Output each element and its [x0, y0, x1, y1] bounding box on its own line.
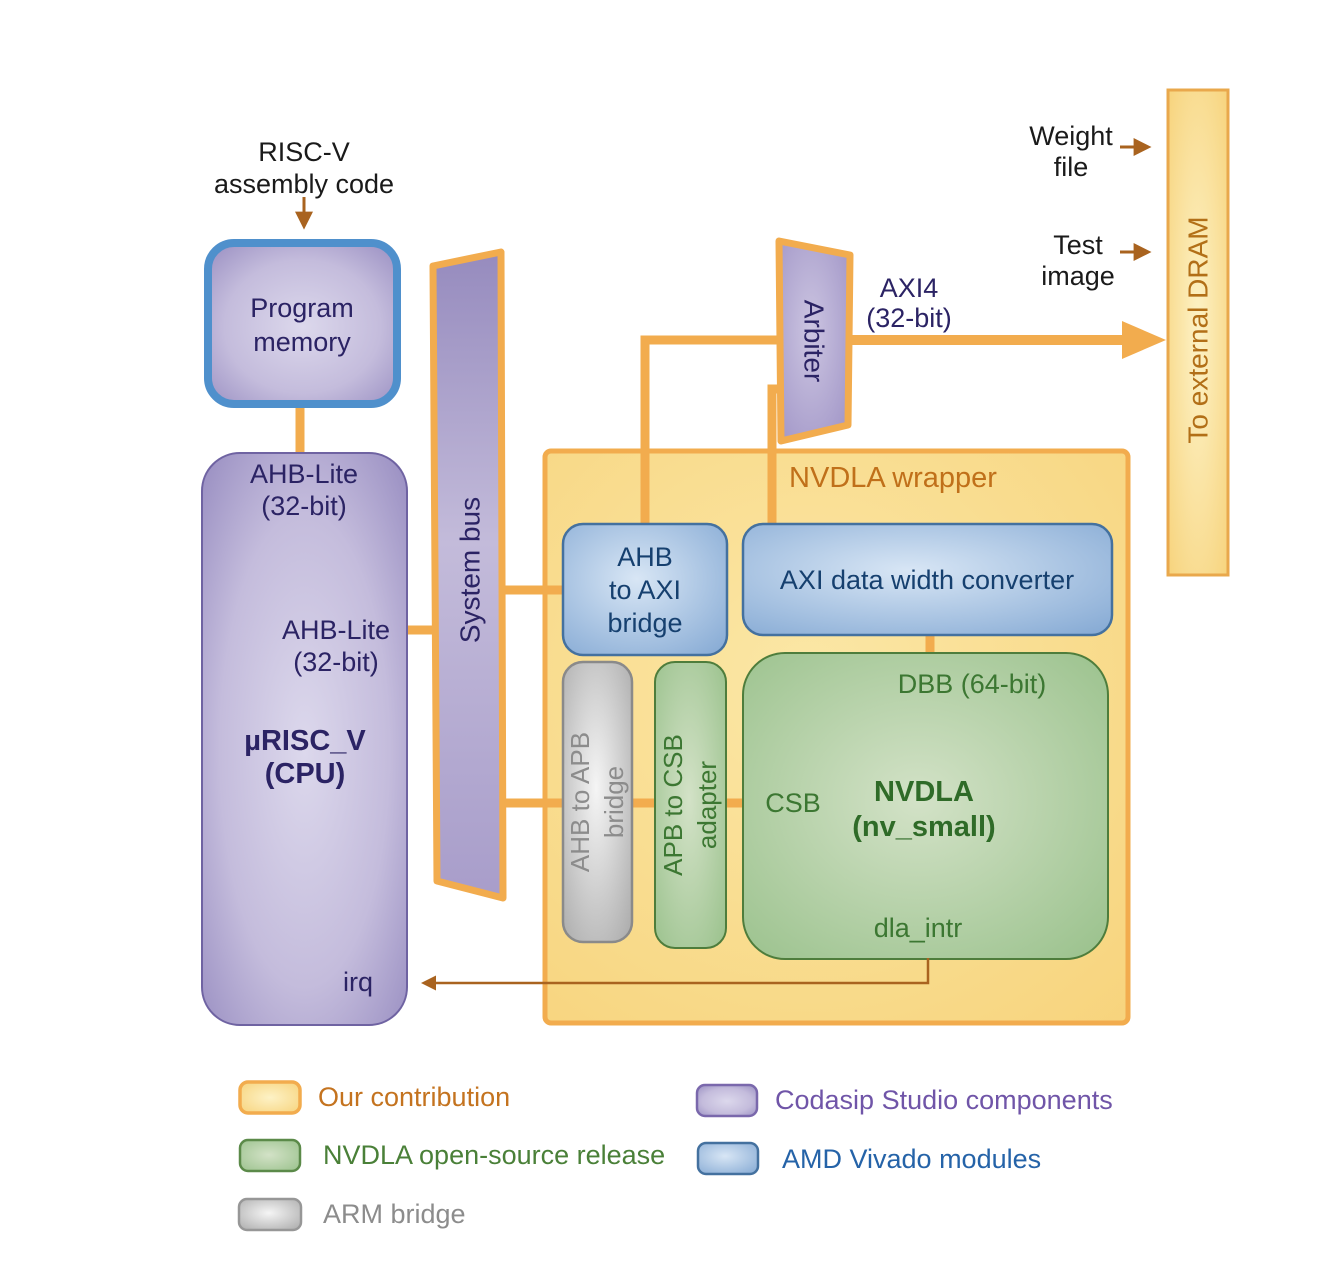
cpu-name-line2: (CPU): [265, 758, 346, 790]
weight-file-label-line1: Weight: [1029, 121, 1113, 151]
riscv-code-label-line2: assembly code: [214, 169, 394, 199]
cpu-port-mid-line1: AHB-Lite: [282, 615, 390, 645]
cpu-port-top-line1: AHB-Lite: [250, 459, 358, 489]
axi4-label-line2: (32-bit): [866, 303, 952, 333]
cpu-irq-label: irq: [343, 967, 373, 997]
axi4-label-line1: AXI4: [880, 273, 939, 303]
arbiter-label: Arbiter: [799, 300, 830, 382]
axi-width-converter-label: AXI data width converter: [780, 565, 1074, 595]
external-dram-box: [1166, 88, 1230, 577]
legend-label-contribution: Our contribution: [318, 1082, 510, 1112]
program-memory-box: [204, 239, 401, 408]
ahb-apb-bridge-box: [561, 660, 634, 944]
ahb-axi-bridge-box: [561, 522, 729, 657]
cpu-name-line1: µRISC_V: [244, 725, 366, 757]
dla-intr-irq-wire: [421, 958, 930, 991]
external-dram-label: To external DRAM: [1183, 216, 1214, 443]
legend-label-arm-bridge: ARM bridge: [323, 1199, 466, 1229]
ahb-axi-bridge-line3: bridge: [607, 608, 682, 638]
legend-swatch-arm-bridge: [237, 1197, 303, 1232]
apb-csb-adapter-box: [654, 661, 727, 949]
test-image-label-line1: Test: [1053, 230, 1103, 260]
weight-file-label-line2: file: [1054, 152, 1089, 182]
cpu-port-mid-line2: (32-bit): [293, 647, 379, 677]
ahb-apb-bridge-line2: bridge: [599, 766, 629, 838]
legend-label-codasip: Codasip Studio components: [775, 1085, 1113, 1115]
cpu-box: [201, 452, 408, 1026]
arbiter-shape: [775, 237, 854, 445]
nvdla-dbb-label: DBB (64-bit): [898, 669, 1047, 699]
legend-swatch-contribution: [238, 1080, 302, 1115]
ahb-axi-bridge-line2: to AXI: [609, 575, 681, 605]
riscv-code-label-line1: RISC-V: [258, 137, 350, 167]
legend-swatch-vivado: [696, 1141, 760, 1176]
axi-width-converter-box: [741, 522, 1114, 637]
nvdla-csb-label: CSB: [765, 788, 821, 818]
legend-swatch-codasip: [695, 1083, 759, 1118]
nvdla-name-line1: NVDLA: [874, 776, 974, 808]
cpu-port-top-line2: (32-bit): [261, 491, 347, 521]
system-bus-shape: [429, 248, 507, 902]
wire-ahb-axi-to-arbiter: [640, 335, 781, 524]
nvdla-core-box: [742, 652, 1109, 960]
system-bus-label: System bus: [455, 497, 486, 643]
nvdla-dla-intr-label: dla_intr: [874, 913, 963, 943]
apb-csb-adapter-line1: APB to CSB: [658, 734, 688, 876]
legend: Our contribution NVDLA open-source relea…: [237, 1080, 1113, 1232]
nvdla-name-line2: (nv_small): [852, 811, 995, 843]
legend-swatch-nvdla-release: [238, 1138, 302, 1173]
program-memory-label-line2: memory: [253, 327, 351, 357]
legend-label-vivado: AMD Vivado modules: [782, 1144, 1041, 1174]
test-image-label-line2: image: [1041, 261, 1115, 291]
nvdla-wrapper-title: NVDLA wrapper: [789, 462, 997, 494]
axi4-arrowhead: [1122, 321, 1166, 359]
ahb-apb-bridge-line1: AHB to APB: [565, 732, 595, 872]
program-memory-label-line1: Program: [250, 293, 354, 323]
legend-label-nvdla-release: NVDLA open-source release: [323, 1140, 665, 1170]
apb-csb-adapter-line2: adapter: [692, 761, 722, 850]
ahb-axi-bridge-line1: AHB: [617, 542, 673, 572]
